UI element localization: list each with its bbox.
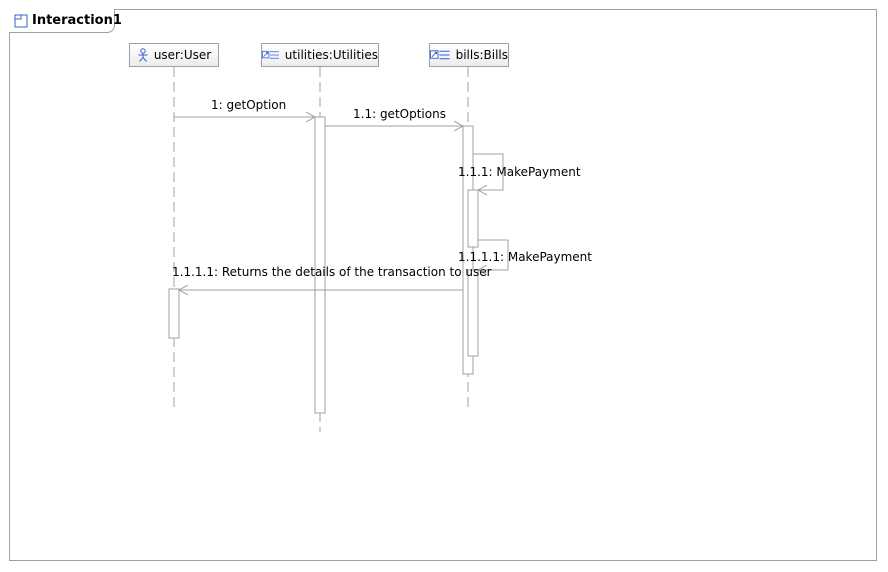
lifeline-label-utilities: utilities:Utilities — [284, 48, 378, 62]
message-arrow-make-payment-2[interactable] — [478, 239, 509, 270]
activation-bar-user[interactable] — [168, 288, 180, 339]
lifeline-label-user: user:User — [153, 48, 212, 62]
lifeline-label-bills: bills:Bills — [455, 48, 508, 62]
lifeline-head-user[interactable]: user:User — [129, 43, 219, 67]
message-label-return-details: 1.1.1.1: Returns the details of the tran… — [172, 265, 492, 279]
message-label-make-payment-1: 1.1.1: MakePayment — [458, 165, 581, 179]
message-label-make-payment-2: 1.1.1.1: MakePayment — [458, 250, 592, 264]
activation-bar-bills-nested-2[interactable] — [467, 269, 479, 357]
class-icon — [262, 50, 279, 59]
message-label-get-option: 1: getOption — [211, 98, 287, 112]
message-arrow-make-payment-1[interactable] — [473, 153, 504, 190]
message-label-get-options: 1.1: getOptions — [353, 107, 446, 121]
actor-icon — [138, 48, 148, 62]
lifeline-head-bills[interactable]: bills:Bills — [429, 43, 509, 67]
interaction-frame-icon — [14, 14, 28, 28]
interaction-frame — [9, 9, 877, 561]
activation-bar-bills-nested-1[interactable] — [467, 189, 479, 248]
activation-bar-utilities[interactable] — [314, 116, 326, 414]
lifeline-head-utilities[interactable]: utilities:Utilities — [261, 43, 379, 67]
activation-bar-bills-outer[interactable] — [462, 125, 474, 375]
class-icon — [430, 50, 450, 60]
interaction-frame-title: Interaction1 — [32, 13, 122, 28]
